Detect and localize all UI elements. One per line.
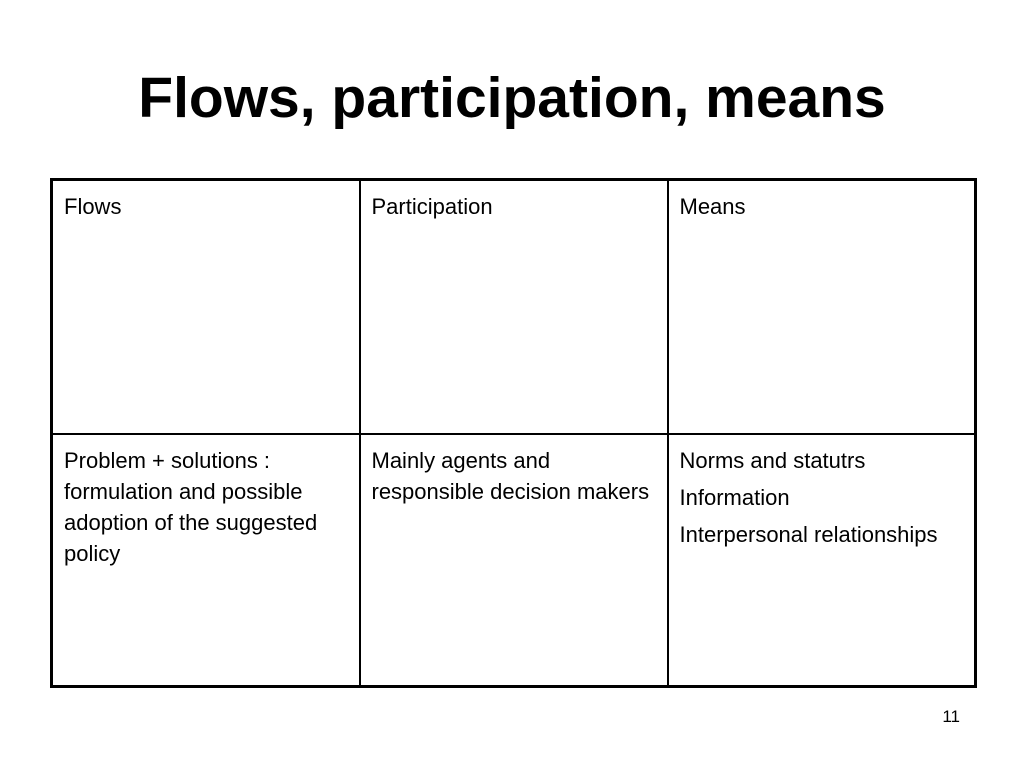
cell-flows: Problem + solutions : formulation and po…	[50, 432, 361, 688]
means-item-information: Information	[679, 484, 790, 510]
cell-means: Norms and statutrs Information Interpers…	[666, 432, 977, 688]
means-item-relationships: Interpersonal relationships	[679, 521, 938, 547]
table-row: Problem + solutions : formulation and po…	[50, 432, 977, 688]
header-cell-participation: Participation	[358, 178, 669, 435]
page-number: 11	[942, 707, 960, 726]
table-header-row: Flows Participation Means	[50, 178, 977, 435]
slide-title: Flows, participation, means	[138, 66, 886, 130]
cell-participation: Mainly agents and responsible decision m…	[358, 432, 669, 688]
header-cell-means: Means	[666, 178, 977, 435]
header-cell-flows: Flows	[50, 178, 361, 435]
means-item-norms: Norms and statutrs	[679, 447, 866, 473]
content-table: Flows Participation Means Problem + solu…	[50, 178, 977, 688]
